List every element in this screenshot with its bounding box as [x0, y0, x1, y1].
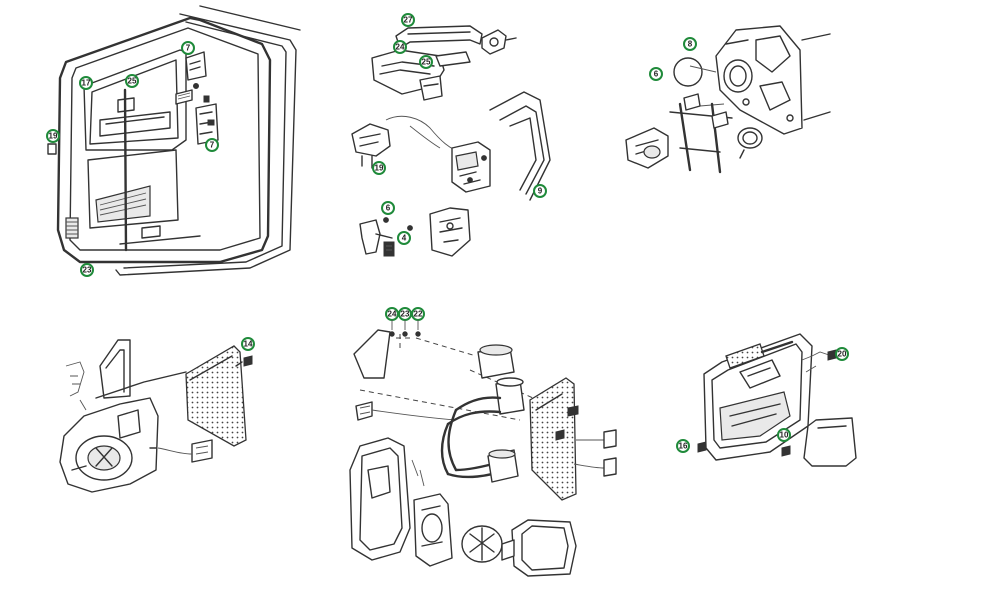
callout-19[interactable]: 19: [372, 161, 386, 175]
callout-23[interactable]: 23: [398, 307, 412, 321]
svg-text:19: 19: [375, 164, 384, 173]
callout-6[interactable]: 6: [649, 67, 663, 81]
callout-20[interactable]: 20: [835, 347, 849, 361]
callout-4[interactable]: 4: [397, 231, 411, 245]
svg-text:20: 20: [838, 350, 847, 359]
svg-text:16: 16: [679, 442, 688, 451]
callout-19[interactable]: 19: [46, 129, 60, 143]
svg-text:19: 19: [49, 132, 58, 141]
svg-text:6: 6: [386, 204, 391, 213]
svg-text:24: 24: [388, 310, 397, 319]
callout-7-top[interactable]: 7: [181, 41, 195, 55]
callout-24[interactable]: 24: [385, 307, 399, 321]
svg-text:25: 25: [128, 77, 137, 86]
svg-text:7: 7: [210, 141, 215, 150]
callout-14[interactable]: 14: [241, 337, 255, 351]
callout-8[interactable]: 8: [683, 37, 697, 51]
svg-text:17: 17: [82, 79, 91, 88]
svg-text:6: 6: [654, 70, 659, 79]
svg-text:25: 25: [422, 58, 431, 67]
panel-mirror-assembly: 24 23 22: [349, 307, 617, 577]
svg-text:4: 4: [402, 234, 407, 243]
panel-door-trim: 20 16 10: [676, 333, 857, 467]
callout-27[interactable]: 27: [401, 13, 415, 27]
callout-9[interactable]: 9: [533, 184, 547, 198]
callout-6[interactable]: 6: [381, 201, 395, 215]
callout-24[interactable]: 24: [393, 40, 407, 54]
panel-handle-and-lock: 27 24 25 19 9 6 4: [351, 13, 551, 257]
panel-window-regulator: 8 6: [625, 25, 831, 174]
panel-mirror-mount: 14: [59, 337, 255, 493]
callout-23[interactable]: 23: [80, 263, 94, 277]
callout-25[interactable]: 25: [419, 55, 433, 69]
svg-text:9: 9: [538, 187, 543, 196]
panel-side-door-assembly: 17 25 7 19 7 23: [46, 5, 301, 277]
svg-text:22: 22: [414, 310, 423, 319]
callout-10[interactable]: 10: [777, 428, 791, 442]
callout-25[interactable]: 25: [125, 74, 139, 88]
svg-text:8: 8: [688, 40, 693, 49]
svg-text:14: 14: [244, 340, 253, 349]
callout-22[interactable]: 22: [411, 307, 425, 321]
svg-text:7: 7: [186, 44, 191, 53]
callout-17[interactable]: 17: [79, 76, 93, 90]
svg-text:23: 23: [83, 266, 92, 275]
svg-text:23: 23: [401, 310, 410, 319]
callout-16[interactable]: 16: [676, 439, 690, 453]
svg-text:24: 24: [396, 43, 405, 52]
svg-text:10: 10: [780, 431, 789, 440]
svg-text:27: 27: [404, 16, 413, 25]
callout-7-bottom[interactable]: 7: [205, 138, 219, 152]
